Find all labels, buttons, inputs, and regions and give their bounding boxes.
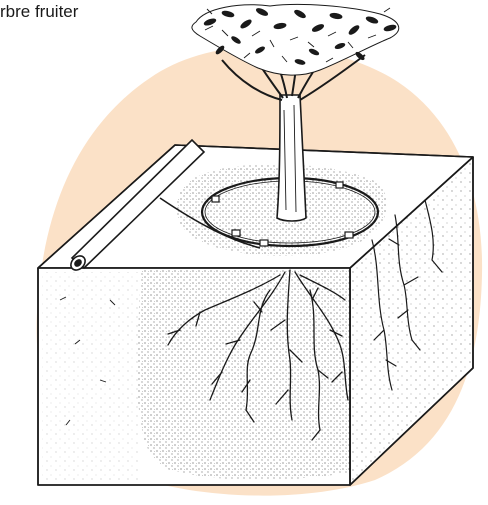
tree-trunk	[277, 95, 306, 221]
